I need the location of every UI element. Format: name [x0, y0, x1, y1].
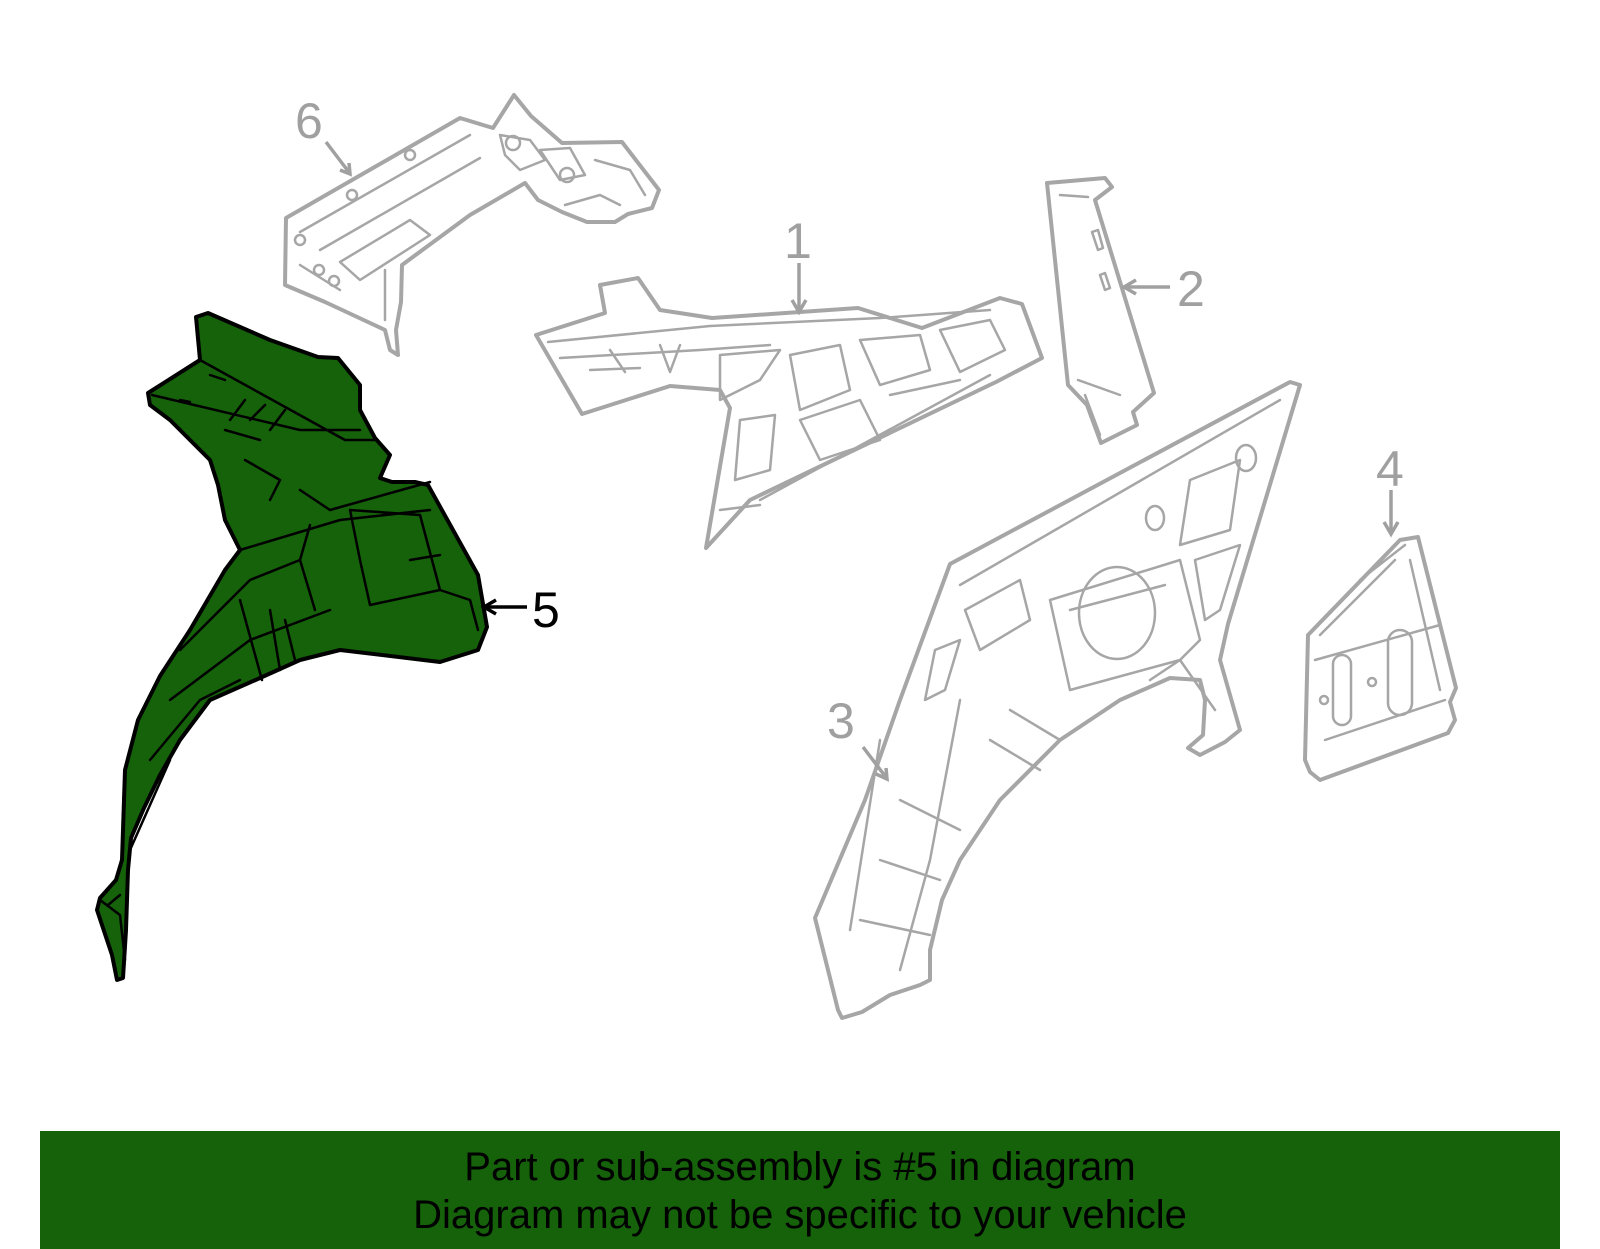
info-banner: Part or sub-assembly is #5 in diagram Di…	[40, 1131, 1560, 1249]
callout-1: 1	[784, 213, 812, 269]
leader-2-head	[1120, 278, 1137, 296]
callout-5: 5	[532, 582, 560, 638]
part-1-inner-rail[interactable]	[534, 276, 1044, 550]
part-4-bracket[interactable]	[1303, 535, 1458, 782]
leader-3-head	[875, 767, 890, 782]
part-2-pillar[interactable]	[1045, 176, 1156, 445]
leader-5-head	[480, 598, 497, 616]
leader-4-head	[1382, 521, 1400, 538]
callout-6: 6	[295, 93, 323, 149]
leader-1-head	[790, 299, 808, 316]
callout-3: 3	[827, 693, 855, 749]
callout-4: 4	[1376, 441, 1404, 497]
banner-line-2: Diagram may not be specific to your vehi…	[413, 1193, 1187, 1237]
leader-6-head	[339, 162, 353, 177]
banner-line-1: Part or sub-assembly is #5 in diagram	[464, 1145, 1136, 1189]
leader-3	[861, 745, 887, 778]
leader-6	[324, 140, 350, 173]
part-3-quarter-panel[interactable]	[813, 380, 1302, 1020]
callout-2: 2	[1177, 261, 1205, 317]
part-6-floor-panel[interactable]	[283, 93, 661, 357]
part-5-wheelhouse[interactable]	[95, 311, 489, 982]
